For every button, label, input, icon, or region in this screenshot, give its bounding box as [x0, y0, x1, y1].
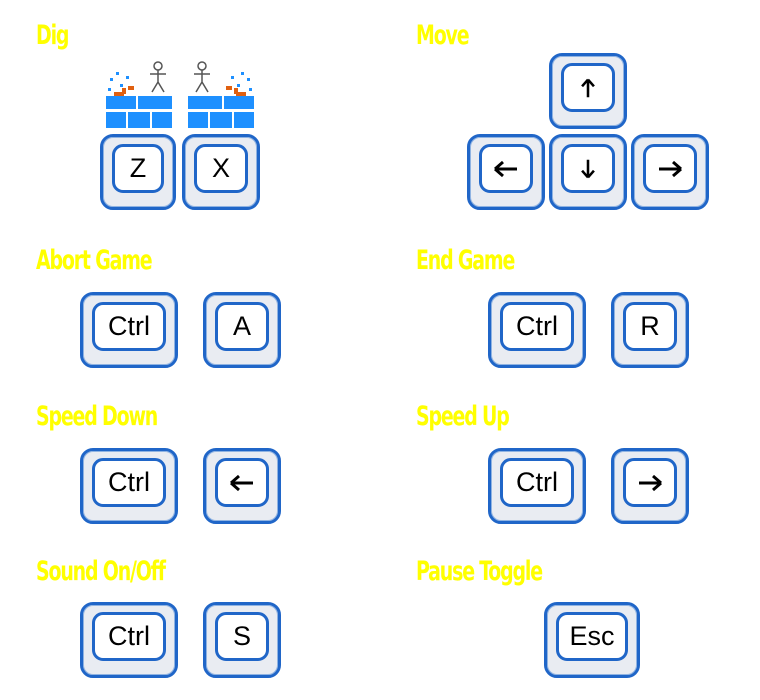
key-ctrl-speed-down-face: Ctrl	[92, 458, 166, 507]
key-ctrl-end[interactable]: Ctrl	[488, 292, 586, 368]
speed-up-title: Speed Up	[416, 401, 510, 432]
key-right-speed-up-face	[623, 458, 677, 507]
key-z-face: Z	[112, 144, 164, 193]
key-left[interactable]	[467, 134, 545, 210]
key-up[interactable]	[549, 53, 627, 129]
key-left-face	[479, 144, 533, 193]
pause-title: Pause Toggle	[416, 556, 543, 587]
key-up-face	[561, 63, 615, 112]
key-r-face: R	[623, 302, 677, 351]
left-arrow-icon	[230, 474, 253, 491]
dig-right-illustration	[188, 61, 254, 128]
key-ctrl-speed-up[interactable]: Ctrl	[488, 448, 586, 524]
key-ctrl-end-face: Ctrl	[500, 302, 574, 351]
dig-left-illustration	[106, 61, 172, 128]
key-ctrl-sound[interactable]: Ctrl	[80, 602, 178, 678]
down-arrow-icon	[581, 159, 595, 178]
key-right-speed-up[interactable]	[611, 448, 689, 524]
key-ctrl-sound-label: Ctrl	[108, 621, 150, 651]
key-s-face: S	[215, 612, 269, 661]
key-ctrl-speed-up-label: Ctrl	[516, 467, 558, 497]
key-a[interactable]: A	[203, 292, 281, 368]
key-r[interactable]: R	[611, 292, 689, 368]
key-s[interactable]: S	[203, 602, 281, 678]
key-ctrl-abort-face: Ctrl	[92, 302, 166, 351]
key-right[interactable]	[631, 134, 709, 210]
right-arrow-icon	[659, 160, 682, 177]
key-esc-face: Esc	[556, 612, 628, 661]
key-ctrl-sound-face: Ctrl	[92, 612, 166, 661]
dig-title: Dig	[36, 20, 69, 51]
key-s-label: S	[232, 621, 251, 651]
key-left-speed-down[interactable]	[203, 448, 281, 524]
key-r-label: R	[640, 311, 660, 341]
sound-title: Sound On/Off	[36, 556, 166, 587]
key-a-label: A	[232, 311, 251, 341]
abort-game-title: Abort Game	[36, 245, 153, 276]
key-down[interactable]	[549, 134, 627, 210]
move-title: Move	[416, 20, 470, 51]
right-arrow-icon	[639, 474, 662, 491]
key-ctrl-speed-up-face: Ctrl	[500, 458, 574, 507]
key-z[interactable]: Z	[100, 134, 176, 210]
left-arrow-icon	[494, 160, 517, 177]
key-a-face: A	[215, 302, 269, 351]
key-x-face: X	[194, 144, 248, 193]
key-ctrl-abort-label: Ctrl	[108, 311, 150, 341]
key-left-speed-down-face	[215, 458, 269, 507]
key-x-label: X	[211, 153, 230, 183]
key-down-face	[561, 144, 615, 193]
key-esc[interactable]: Esc	[544, 602, 640, 678]
key-ctrl-end-label: Ctrl	[516, 311, 558, 341]
key-ctrl-abort[interactable]: Ctrl	[80, 292, 178, 368]
key-ctrl-speed-down-label: Ctrl	[108, 467, 150, 497]
up-arrow-icon	[581, 78, 595, 97]
key-esc-label: Esc	[569, 621, 615, 651]
key-z-label: Z	[129, 153, 147, 183]
key-right-face	[643, 144, 697, 193]
key-x[interactable]: X	[182, 134, 260, 210]
key-ctrl-speed-down[interactable]: Ctrl	[80, 448, 178, 524]
end-game-title: End Game	[416, 245, 515, 276]
speed-down-title: Speed Down	[36, 401, 158, 432]
